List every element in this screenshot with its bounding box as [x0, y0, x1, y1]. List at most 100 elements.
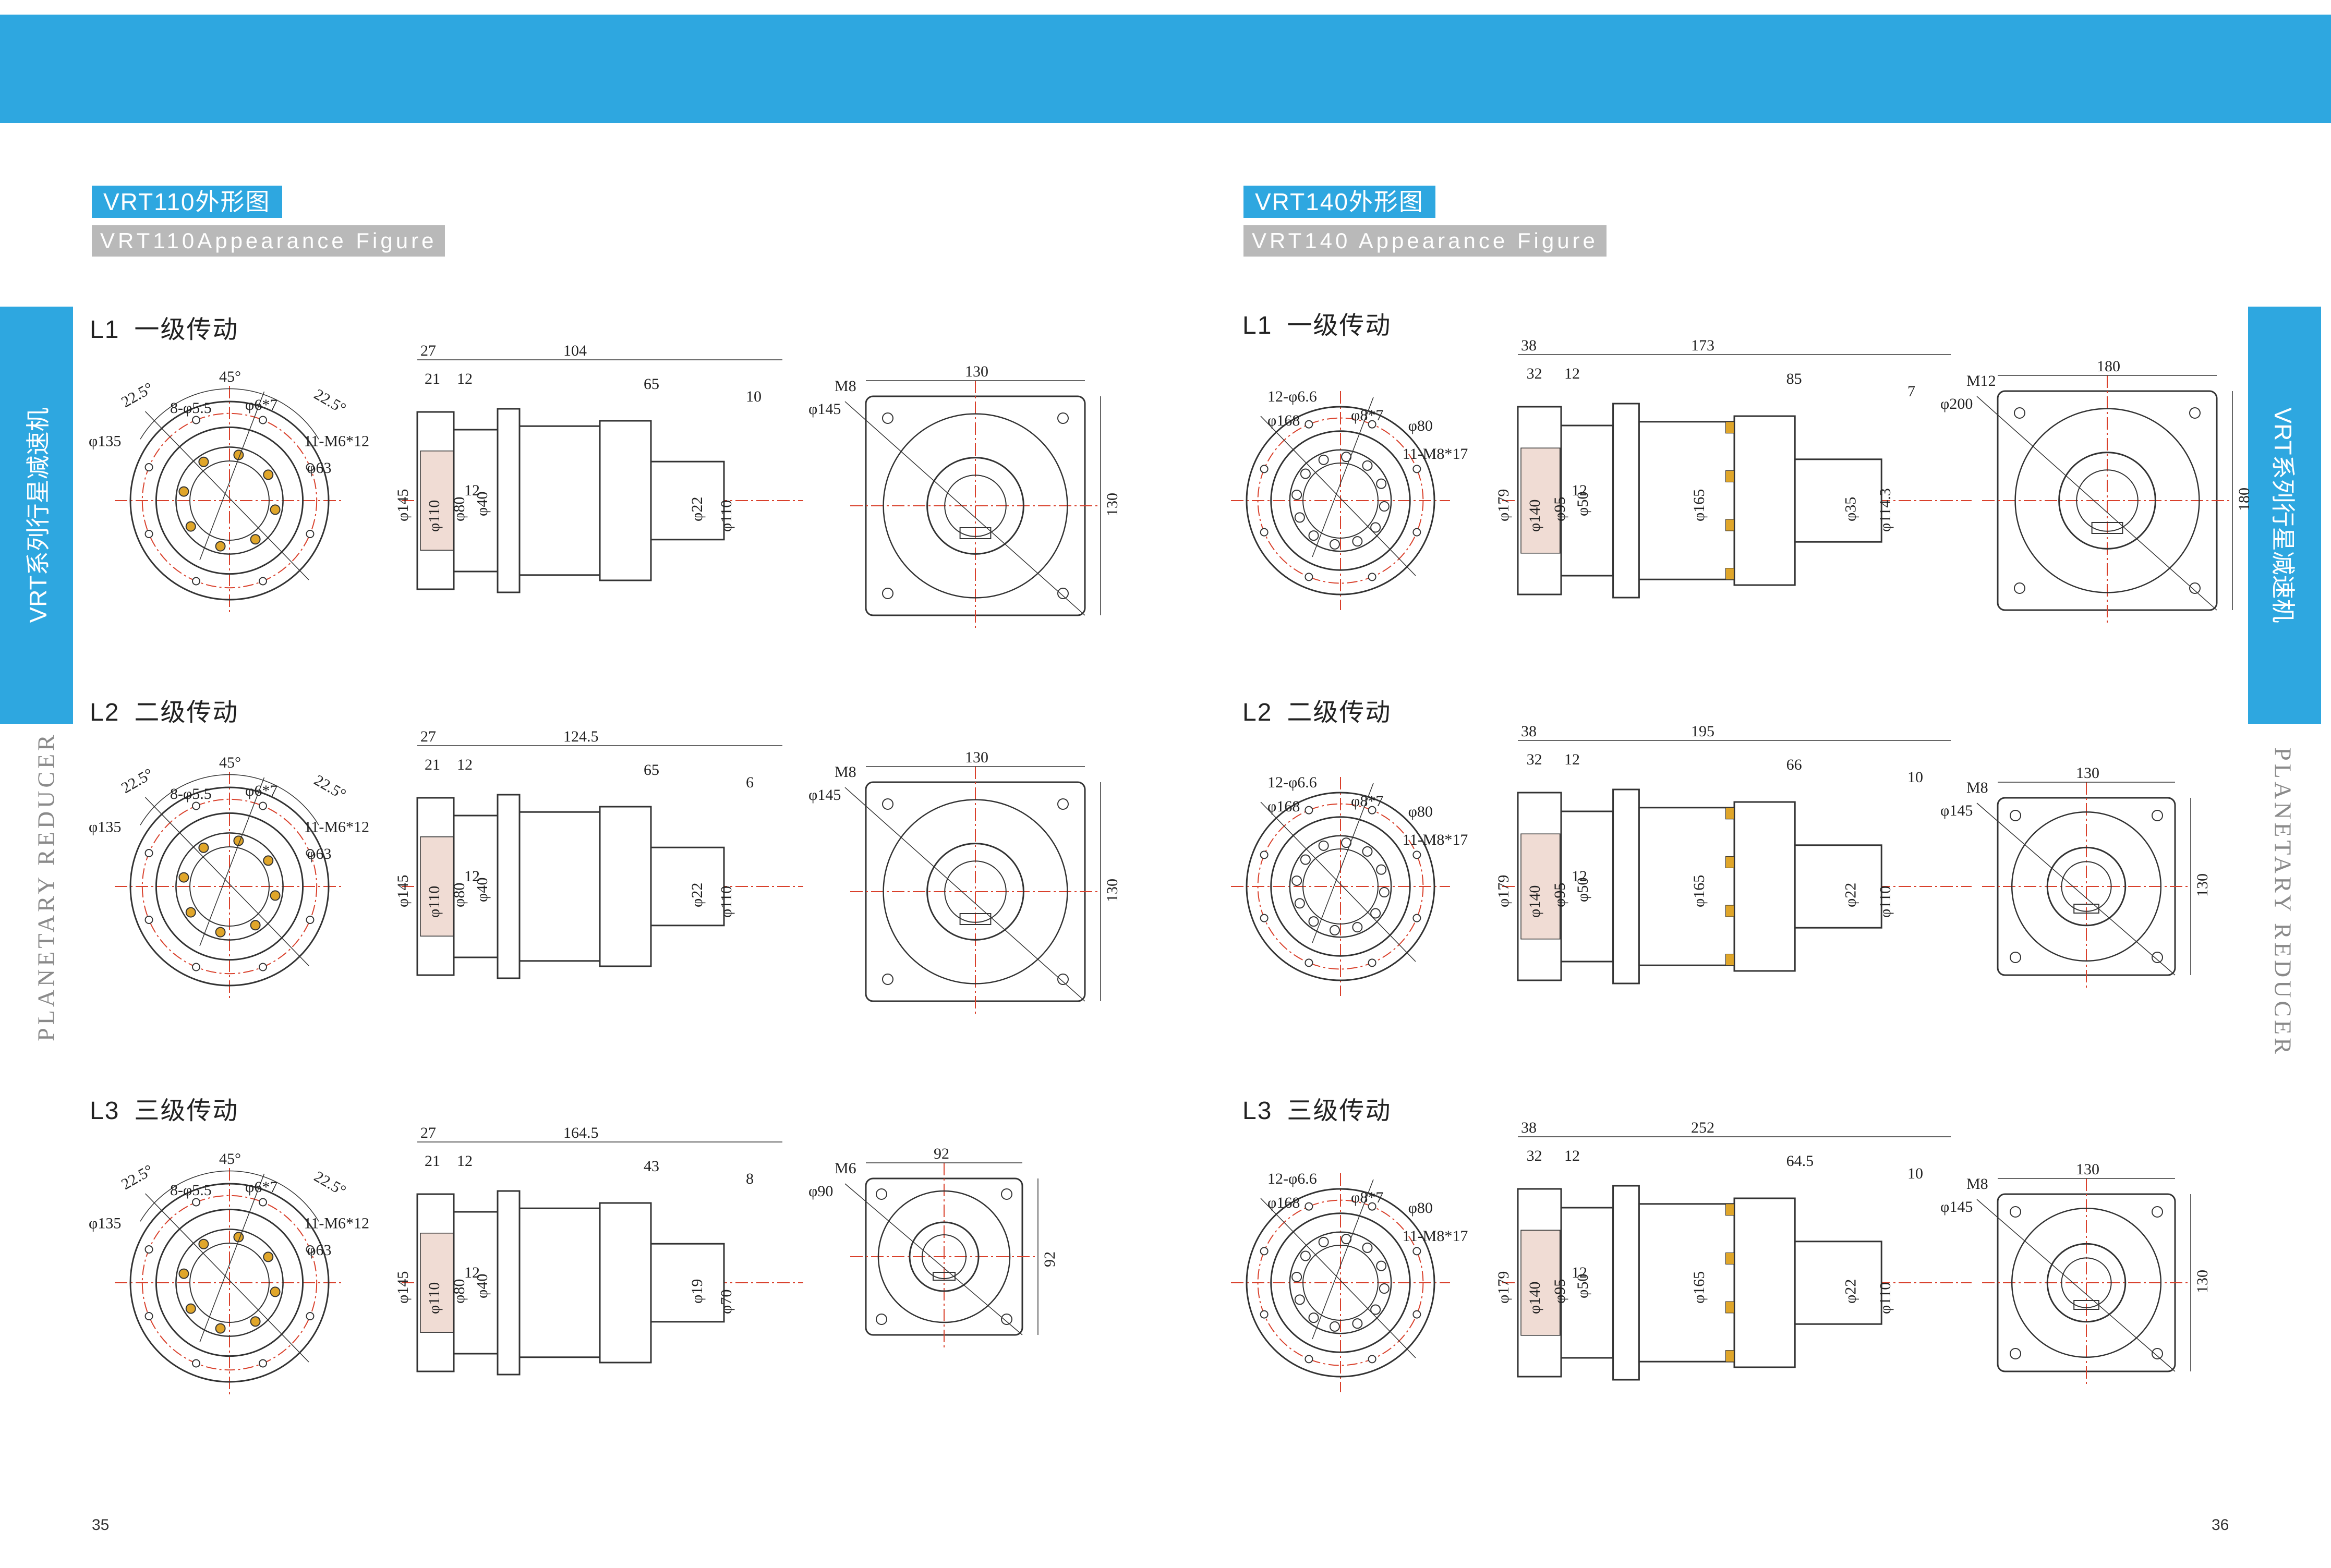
- mount-hole: [1412, 528, 1421, 537]
- dimension-label: φ6*7: [245, 1178, 277, 1196]
- key-slot: [959, 913, 992, 925]
- mount-hole: [192, 577, 201, 586]
- mount-hole: [1260, 528, 1269, 537]
- mount-hole: [258, 1359, 267, 1368]
- mount-hole: [144, 1311, 153, 1320]
- inner-circle: [175, 832, 284, 941]
- bolt-head: [1725, 954, 1734, 966]
- dimension-label: 6: [746, 774, 754, 791]
- dimension-label: M8: [1966, 779, 1988, 796]
- output-housing: [1733, 1197, 1796, 1368]
- pitch-circle: [141, 798, 318, 975]
- mount-hole: [882, 412, 893, 424]
- dimension-label: φ50: [1574, 1274, 1591, 1298]
- dimension-label: φ168: [1267, 412, 1300, 429]
- leader-line: [1260, 801, 1416, 962]
- bolt-hole: [270, 1286, 281, 1297]
- dimension-label: 32: [1527, 365, 1542, 382]
- mount-hole: [1305, 1355, 1313, 1364]
- dimension-label: φ179: [1495, 875, 1512, 907]
- bolt-hole: [1294, 512, 1305, 523]
- dimension-label: 8-φ5.5: [170, 1182, 212, 1199]
- dimension-label: φ135: [89, 1215, 121, 1232]
- dimension-label: φ8*7: [1351, 793, 1383, 810]
- mount-hole: [1412, 1247, 1421, 1256]
- mount-hole: [306, 1245, 315, 1254]
- output-housing: [1733, 801, 1796, 972]
- left-side-tab: VRT系列行星减速机: [0, 307, 73, 724]
- mount-hole: [1368, 1355, 1376, 1364]
- bolt-hole: [1376, 478, 1387, 489]
- leader-line: [144, 797, 309, 966]
- bolt-hole: [1294, 1294, 1305, 1305]
- bolt-head: [1725, 421, 1734, 434]
- dimension-label: φ179: [1495, 1271, 1512, 1304]
- flange-circle: [155, 812, 304, 961]
- dimension-label: 32: [1527, 1147, 1542, 1164]
- bolt-hole: [263, 1251, 274, 1262]
- section-label: 三级传动: [1287, 1097, 1392, 1125]
- dimension-label: φ80: [451, 1279, 468, 1304]
- dimension-label: 8: [746, 1170, 754, 1187]
- dimension-label: φ168: [1267, 798, 1300, 815]
- dimension-label: φ80: [451, 497, 468, 521]
- section-label: 一级传动: [1287, 312, 1392, 339]
- outer-circle: [129, 786, 330, 987]
- output-shaft: [650, 460, 725, 541]
- dimension-label: 12: [464, 1264, 480, 1281]
- inner-circle: [1289, 449, 1392, 552]
- shaft-circle: [944, 860, 1007, 923]
- adapter-plate: [453, 1211, 499, 1355]
- leader-line: [1976, 803, 2176, 976]
- mount-plate: [1612, 1185, 1640, 1381]
- bore-circle: [189, 1243, 270, 1323]
- dimension-label: φ90: [808, 1183, 833, 1200]
- mount-hole: [258, 416, 267, 424]
- dimension-label: 64.5: [1786, 1152, 1814, 1170]
- mount-hole: [192, 416, 201, 424]
- mount-hole: [2152, 1348, 2163, 1359]
- section-hatch: [1520, 447, 1561, 554]
- mount-hole: [192, 1359, 201, 1368]
- bore-circle: [2046, 1243, 2127, 1323]
- dimension-label: φ35: [1842, 497, 1859, 521]
- mount-hole: [1368, 958, 1376, 967]
- leader-line: [844, 787, 1085, 1002]
- bolt-hole: [1362, 1242, 1373, 1253]
- bolt-hole: [1370, 1304, 1381, 1315]
- dimension-label: φ22: [1842, 1279, 1859, 1304]
- mount-hole: [2014, 407, 2025, 419]
- mount-hole: [2189, 407, 2201, 419]
- dimension-label: φ50: [1574, 878, 1591, 902]
- mount-hole: [1368, 806, 1376, 815]
- leader-line: [1312, 783, 1374, 943]
- dimension-label: φ110: [1877, 886, 1894, 918]
- dimension-label: 164.5: [563, 1124, 599, 1141]
- dimension-label: φ140: [1526, 885, 1543, 918]
- bolt-hole: [1291, 875, 1302, 886]
- dimension-label: 11-M8*17: [1403, 831, 1468, 848]
- dimension-label: φ110: [1877, 1282, 1894, 1314]
- mount-hole: [306, 915, 315, 924]
- section-hatch: [420, 1233, 454, 1333]
- bolt-hole: [1294, 898, 1305, 909]
- mount-plate: [1612, 788, 1640, 984]
- shaft-circle: [944, 475, 1007, 537]
- dimension-label: φ165: [1690, 1271, 1708, 1304]
- key-slot: [959, 527, 992, 539]
- dimension-label: φ114.3: [1877, 488, 1894, 532]
- leader-line: [199, 391, 265, 561]
- shaft-circle: [922, 1234, 967, 1279]
- dimension-label: φ63: [307, 1242, 331, 1259]
- dimension-label: φ165: [1690, 875, 1708, 907]
- section-code: L1: [90, 316, 120, 344]
- dimension-label: 12: [1564, 365, 1580, 382]
- mount-hole: [1260, 465, 1269, 473]
- pitch-circle: [883, 413, 1068, 599]
- bolt-hole: [198, 842, 209, 853]
- mount-hole: [1001, 1188, 1012, 1200]
